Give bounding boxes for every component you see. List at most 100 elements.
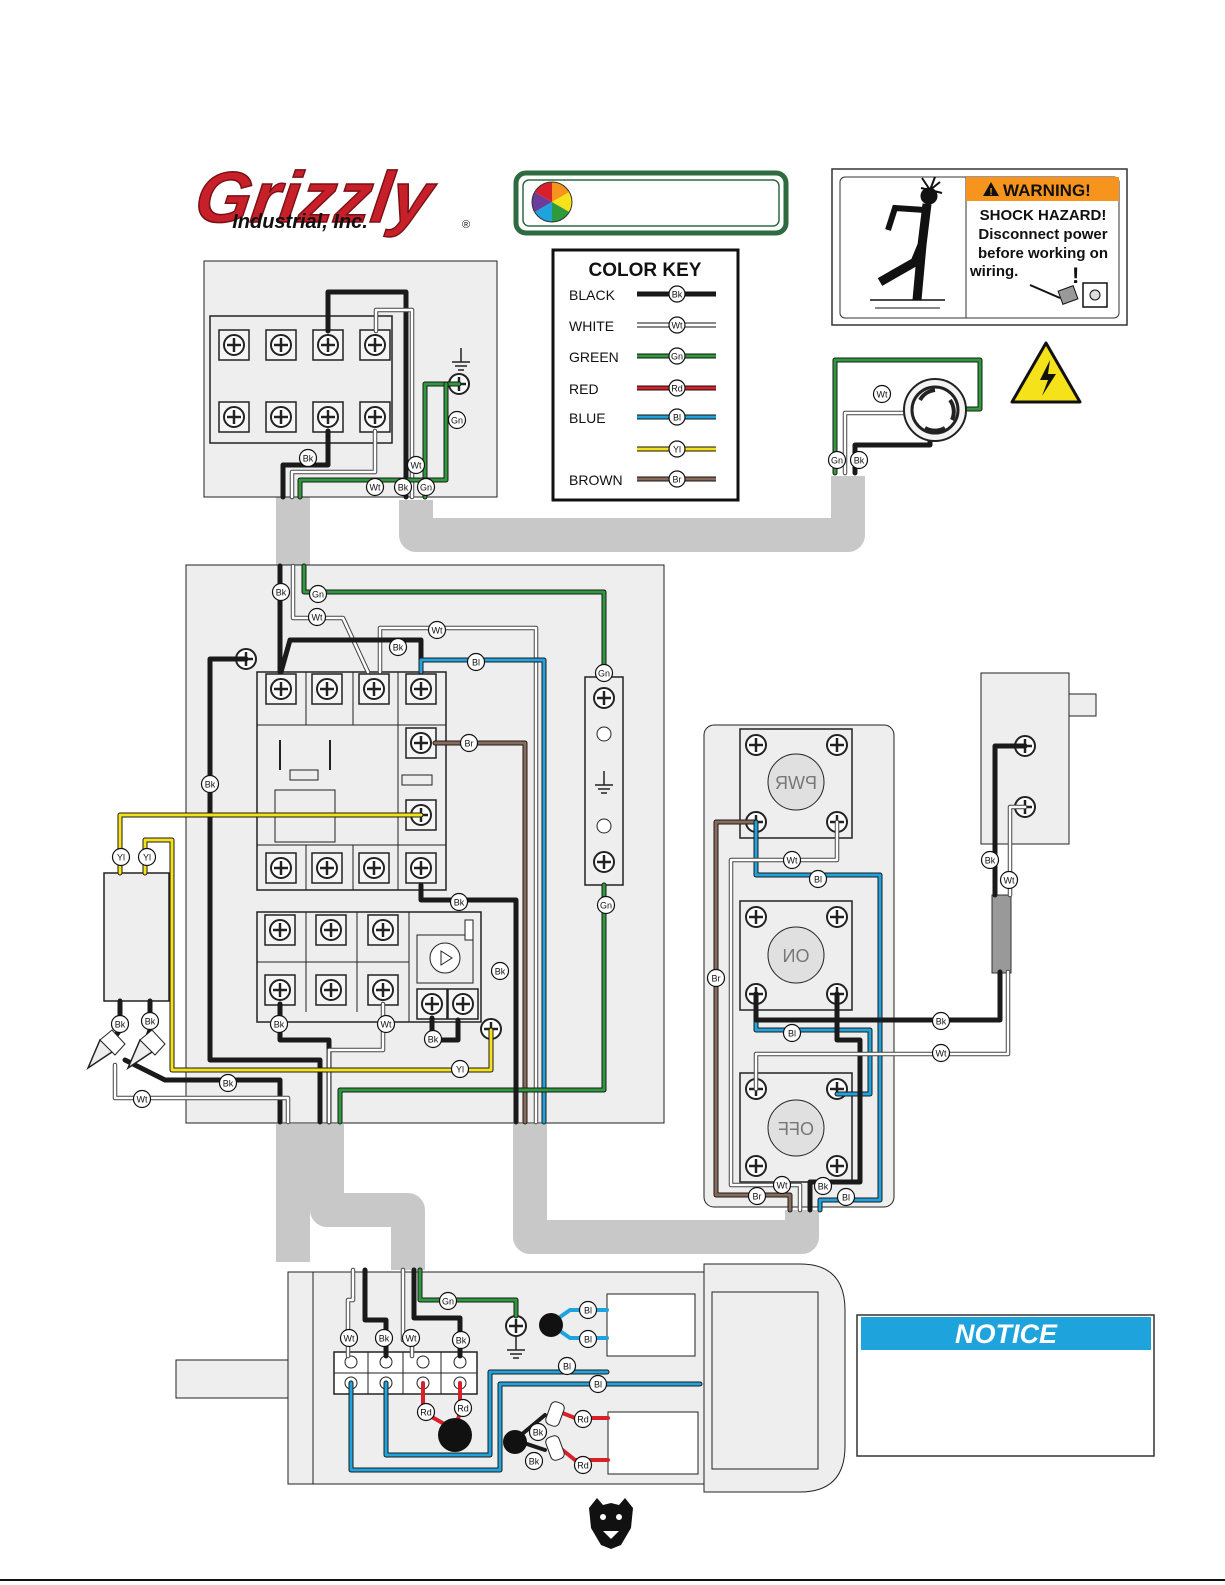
svg-text:Bk: Bk [205,780,216,790]
warning-label: ! WARNING! SHOCK HAZARD! Disconnect powe… [831,168,1128,326]
wires [102,289,1028,1473]
wire-tag: Bk [931,1011,951,1031]
wire-tag: Rd [573,1409,593,1429]
svg-text:Bk: Bk [456,1336,467,1346]
wire-tag: Bl [557,1356,577,1376]
color-key-tag: Wt [672,321,683,331]
wire-tag: Wt [401,1328,421,1348]
svg-text:!: ! [989,187,992,198]
svg-text:Wt: Wt [1004,876,1015,886]
wire-tag: Bl [466,652,486,672]
motor [175,1263,846,1493]
color-key-label: BLUE [569,410,606,426]
wire-tag: Yl [450,1059,470,1079]
pushbutton-switch-box: PWR ON OFF [703,724,895,1208]
overload-reset-dial [429,942,461,974]
wire-tag: Gn [308,584,328,604]
wire-tag: Br [706,968,726,988]
wire-tag: Wt [339,1328,359,1348]
svg-text:Gn: Gn [831,456,843,466]
color-key-tag: Gn [671,352,683,362]
wire-tag: Bl [808,869,828,889]
svg-text:Bk: Bk [145,1017,156,1027]
svg-text:Bk: Bk [818,1182,829,1192]
on-label: ON [783,946,810,966]
wire-tag: Bk [849,450,869,470]
wire-tag: Wt [999,870,1019,890]
receptacle [903,378,967,442]
svg-text:Bl: Bl [584,1335,592,1345]
svg-text:Rd: Rd [577,1415,589,1425]
svg-text:Bk: Bk [223,1079,234,1089]
svg-text:Gn: Gn [598,669,610,679]
wire-tag: Wt [132,1089,152,1109]
wire-tag: Gn [594,663,614,683]
svg-text:Bk: Bk [985,856,996,866]
color-key-label: BLACK [569,287,616,303]
svg-text:Bl: Bl [594,1380,602,1390]
wire-tag: Gn [596,895,616,915]
color-key-tag: Bl [673,413,681,423]
wire-tag: Bk [524,1451,544,1471]
color-key-label: WHITE [569,318,614,334]
color-key-title: COLOR KEY [589,260,702,281]
wire-tag: Yl [137,847,157,867]
warning-triangle-icon [983,182,999,196]
wire-tag: Bk [980,850,1000,870]
svg-text:Bk: Bk [533,1428,544,1438]
wire-tag: Gn [438,1291,458,1311]
wire-tag: Bk [451,1330,471,1350]
svg-text:Yl: Yl [456,1065,464,1075]
warning-line-4: wiring. [969,263,1018,280]
conduits [276,476,865,1270]
electrical-hazard-icon [1010,341,1082,404]
svg-text:!: ! [1072,263,1079,288]
wire-tag: Gn [447,410,467,430]
wire-tag: Br [459,733,479,753]
wire-tag: Bl [578,1300,598,1320]
svg-text:Wt: Wt [411,461,422,471]
svg-text:Rd: Rd [577,1461,589,1471]
svg-text:Wt: Wt [344,1334,355,1344]
warning-header: WARNING! [1003,181,1091,200]
warning-line-2: Disconnect power [978,226,1107,243]
wire-tag: Bk [200,774,220,794]
wire-tag: Bk [449,892,469,912]
svg-text:Bk: Bk [398,483,409,493]
limit-switch [980,672,1097,974]
power-lamp [767,753,825,811]
svg-text:Bl: Bl [472,658,480,668]
wire-tag: Bl [782,1023,802,1043]
svg-text:Bk: Bk [529,1457,540,1467]
wire-tag: Bk [374,1328,394,1348]
logo-brand: Grizzly [191,158,442,238]
svg-text:Bk: Bk [428,1035,439,1045]
wire-tag: Bk [393,477,413,497]
wire-tag: Wt [772,1175,792,1195]
svg-text:Bk: Bk [274,1020,285,1030]
color-wheel-icon [531,181,573,223]
svg-text:Wt: Wt [787,856,798,866]
svg-text:Wt: Wt [777,1181,788,1191]
svg-text:Wt: Wt [936,1049,947,1059]
color-wheel-box [513,170,789,236]
logo-subtitle: Industrial, Inc. [232,211,368,233]
wire-tag: Bl [588,1374,608,1394]
warning-line-1: SHOCK HAZARD! [980,207,1107,224]
wire-tag: Yl [111,847,131,867]
wire-tag: Wt [782,850,802,870]
wire-tag: Bk [490,961,510,981]
notice-header: NOTICE [955,1319,1058,1349]
svg-text:Bl: Bl [584,1306,592,1316]
color-key-row: WHITE Wt [569,316,716,334]
svg-text:Rd: Rd [457,1404,469,1414]
svg-text:Gn: Gn [451,416,463,426]
svg-text:Bk: Bk [303,454,314,464]
wire-tag: Wt [365,477,385,497]
svg-text:Wt: Wt [312,613,323,623]
